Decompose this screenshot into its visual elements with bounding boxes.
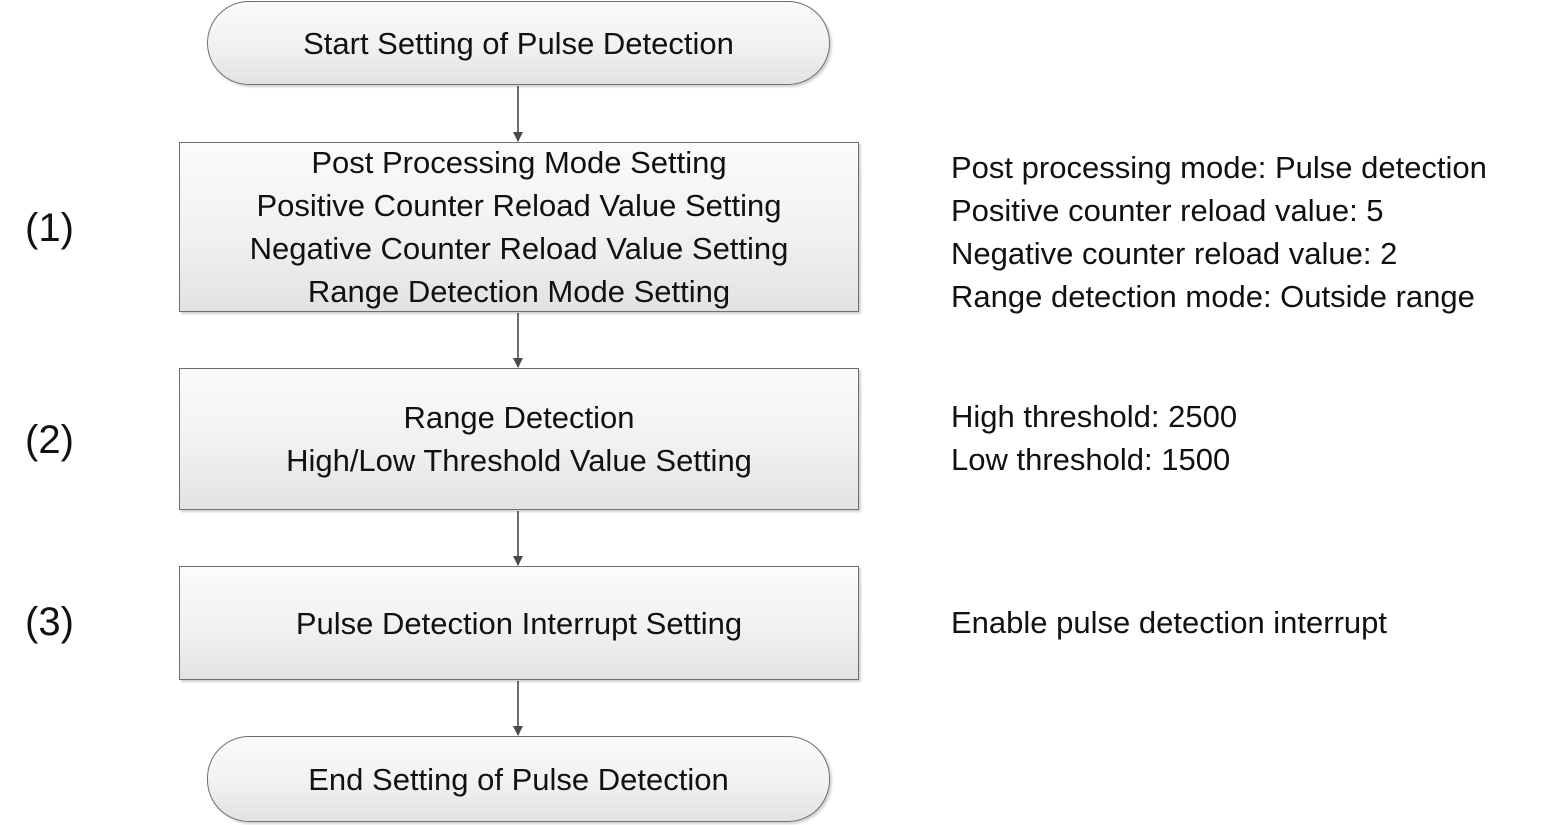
step-1-note-3: Negative counter reload value: 2 xyxy=(951,236,1398,271)
end-terminal-label: End Setting of Pulse Detection xyxy=(308,761,729,797)
step-2-line-2: High/Low Threshold Value Setting xyxy=(286,443,752,478)
step-1-marker: (1) xyxy=(25,206,74,250)
step-1-process-box: Post Processing Mode Setting Positive Co… xyxy=(179,142,859,312)
step-2-notes: High threshold: 2500 Low threshold: 1500 xyxy=(951,395,1237,481)
step-2-note-1: High threshold: 2500 xyxy=(951,399,1238,434)
start-terminal: Start Setting of Pulse Detection xyxy=(207,1,830,85)
step-1-line-4: Range Detection Mode Setting xyxy=(307,274,731,309)
step-3-process-box: Pulse Detection Interrupt Setting xyxy=(179,566,859,680)
step-1-notes: Post processing mode: Pulse detection Po… xyxy=(951,146,1487,318)
step-3-marker: (3) xyxy=(25,600,74,644)
step-3-line-1: Pulse Detection Interrupt Setting xyxy=(295,605,743,641)
end-terminal: End Setting of Pulse Detection xyxy=(207,736,830,822)
step-2-line-1: Range Detection xyxy=(403,400,635,435)
start-terminal-label: Start Setting of Pulse Detection xyxy=(303,25,734,61)
step-1-note-4: Range detection mode: Outside range xyxy=(951,279,1475,314)
step-3-notes: Enable pulse detection interrupt xyxy=(951,601,1387,644)
step-2-note-2: Low threshold: 1500 xyxy=(951,442,1231,477)
step-1-line-1: Post Processing Mode Setting xyxy=(311,145,727,180)
step-1-line-3: Negative Counter Reload Value Setting xyxy=(249,231,789,266)
step-3-note-1: Enable pulse detection interrupt xyxy=(951,605,1388,640)
step-2-marker: (2) xyxy=(25,418,74,462)
step-2-process-box: Range Detection High/Low Threshold Value… xyxy=(179,368,859,510)
step-1-line-2: Positive Counter Reload Value Setting xyxy=(256,188,782,223)
step-1-note-1: Post processing mode: Pulse detection xyxy=(951,150,1487,185)
step-1-note-2: Positive counter reload value: 5 xyxy=(951,193,1384,228)
